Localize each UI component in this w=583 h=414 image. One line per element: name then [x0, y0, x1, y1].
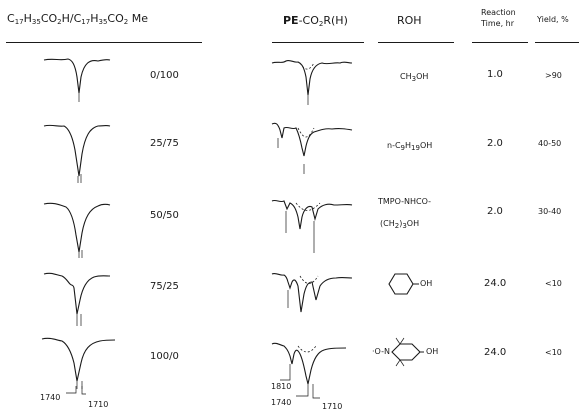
- ratio-label-5: 100/0: [150, 351, 179, 362]
- spectrum-right-4: [271, 272, 353, 313]
- yield-row-3: 30-40: [538, 207, 562, 216]
- roh-row-5-oh: OH: [426, 347, 439, 356]
- rule-yield: [535, 42, 579, 43]
- left-header-rule: [6, 42, 202, 43]
- yield-row-4: <10: [545, 279, 562, 288]
- cyclohexanol-structure: [388, 273, 419, 295]
- left-wavenumber-markers: [66, 386, 86, 395]
- spectrum-right-1: [271, 59, 353, 105]
- yield-row-2: 40-50: [538, 139, 562, 148]
- time-row-2: 2.0: [487, 138, 503, 149]
- right-wavenumber-1740: 1740: [271, 398, 292, 407]
- col-header-time-line1: Reaction: [481, 8, 516, 17]
- spectrum-right-2: [271, 122, 353, 174]
- spectrum-right-5: [271, 342, 347, 399]
- spectrum-left-3: [43, 202, 111, 258]
- time-row-4: 24.0: [484, 278, 507, 289]
- right-wavenumber-1710: 1710: [322, 402, 343, 411]
- rule-time: [472, 42, 528, 43]
- col-header-roh: ROH: [397, 14, 422, 27]
- roh-row-2: n-C9H19OH: [387, 141, 433, 152]
- col-header-spectra: PE-CO2R(H): [283, 14, 348, 28]
- left-wavenumber-1710: 1710: [88, 400, 109, 409]
- ratio-label-2: 25/75: [150, 138, 179, 149]
- yield-row-1: >90: [545, 71, 562, 80]
- ratio-label-1: 0/100: [150, 70, 179, 81]
- col-header-time-line2: Time, hr: [481, 19, 515, 28]
- time-row-5: 24.0: [484, 347, 507, 358]
- spectrum-right-3: [271, 199, 353, 253]
- roh-row-1: CH3OH: [400, 72, 429, 83]
- roh-row-3-line1: TMPO-NHCO-: [378, 197, 432, 206]
- ratio-label-4: 75/25: [150, 281, 179, 292]
- col-header-yield: Yield, %: [537, 15, 569, 24]
- right-wavenumber-1810: 1810: [271, 382, 292, 391]
- left-panel-header: C17H35CO2H/C17H35CO2 Me: [7, 12, 148, 26]
- spectrum-left-4: [43, 272, 111, 326]
- rule-spectra: [272, 42, 364, 43]
- yield-row-5: <10: [545, 348, 562, 357]
- roh-row-5-prefix: ·O-N: [372, 347, 390, 356]
- tmpo-structure: [391, 337, 424, 367]
- spectrum-left-1: [43, 58, 111, 102]
- rule-roh: [378, 42, 454, 43]
- time-row-1: 1.0: [487, 69, 503, 80]
- spectrum-left-2: [43, 124, 111, 183]
- left-wavenumber-1740: 1740: [40, 393, 61, 402]
- roh-row-3-line2: (CH2)3OH: [380, 219, 420, 230]
- ratio-label-3: 50/50: [150, 210, 179, 221]
- spectrum-left-5: [41, 337, 116, 389]
- roh-row-4-oh: OH: [420, 279, 433, 288]
- time-row-3: 2.0: [487, 206, 503, 217]
